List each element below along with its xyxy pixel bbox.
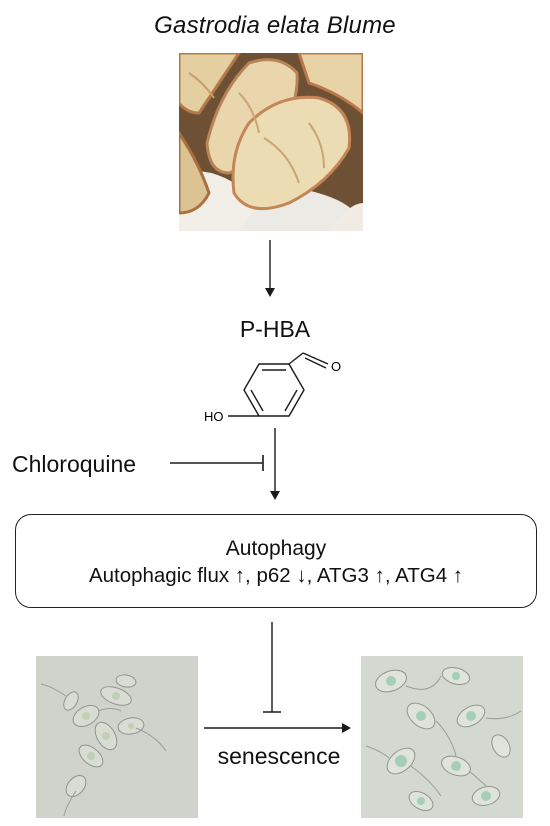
autophagy-markers: Autophagic flux ↑, p62 ↓, ATG3 ↑, ATG4 ↑ — [88, 564, 464, 587]
inhibition-autophagy-on-senescence — [263, 622, 281, 713]
cells-after-image — [361, 656, 523, 818]
diagram-title: Gastrodia elata Blume — [154, 12, 396, 39]
compound-name: P-HBA — [239, 316, 311, 342]
inhibitor-label: Chloroquine — [12, 451, 137, 477]
cells-before-image — [36, 656, 198, 818]
outcome-label: senescence — [217, 743, 341, 769]
arrow-compound-to-autophagy — [270, 428, 280, 500]
aldehyde-oxygen-label: O — [331, 359, 341, 374]
inhibition-chloroquine — [170, 455, 264, 471]
autophagy-title: Autophagy — [225, 537, 327, 560]
arrow-before-to-after — [204, 723, 351, 733]
herb-photo — [179, 53, 363, 231]
arrow-herb-to-compound — [265, 240, 275, 297]
hydroxyl-label: HO — [204, 409, 224, 424]
autophagy-box: Autophagy Autophagic flux ↑, p62 ↓, ATG3… — [15, 514, 537, 608]
p-hba-structure: O HO — [192, 350, 362, 430]
